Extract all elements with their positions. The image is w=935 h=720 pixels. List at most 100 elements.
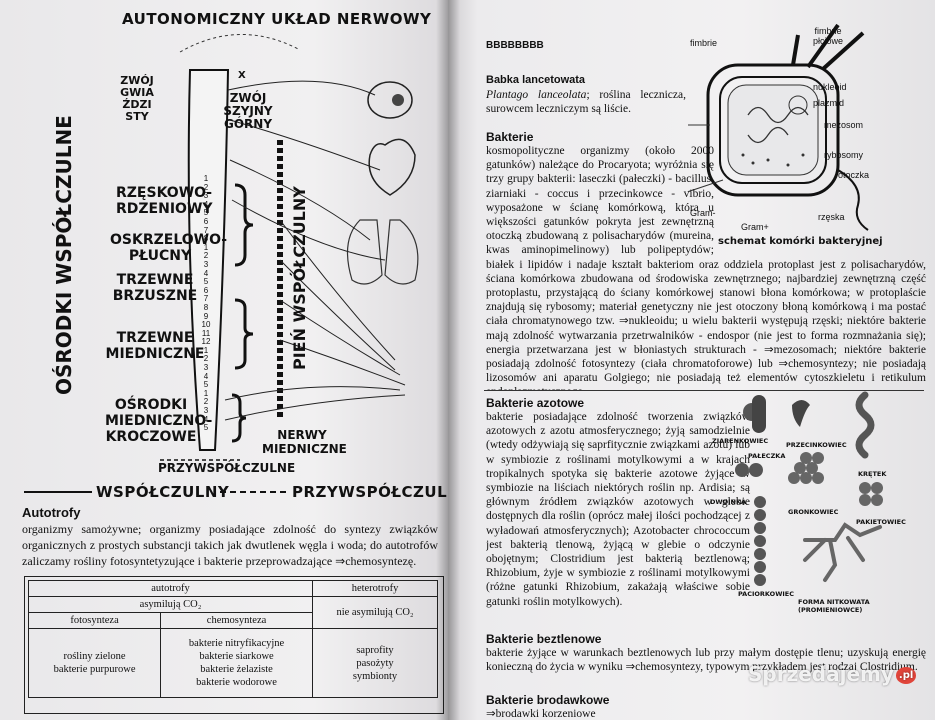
vertebra-number: 2	[203, 354, 209, 364]
list-item: rośliny zielone	[63, 651, 126, 662]
nervous-system-diagram	[24, 34, 419, 493]
bracket-lower	[234, 298, 254, 370]
vertebra-number: 4	[203, 414, 209, 424]
azotowe-heading: Bakterie azotowe	[486, 396, 585, 410]
vertebra-number: 1	[203, 345, 209, 355]
shape-pakietowiec: PAKIETOWIEC	[856, 518, 906, 526]
right-page: BBBBBBBB Babka lancetowata Plantago lanc…	[448, 0, 935, 720]
table-cell-asymiluja: asymilują CO₂	[27, 596, 314, 613]
vertebra-number: 4	[203, 268, 209, 278]
vertebra-number: 5	[203, 277, 209, 287]
spinal-cord	[187, 69, 230, 451]
vertebra-number: 2	[203, 251, 209, 261]
vertebra-number: 8	[203, 302, 209, 312]
vertebra-number: 2	[203, 182, 209, 192]
table-cell-heterotrofy: heterotrofy	[312, 580, 438, 597]
beztlenowe-heading: Bakterie beztlenowe	[486, 632, 602, 646]
eye-shape	[367, 81, 413, 119]
vertebra-number: 4	[203, 371, 209, 381]
cell-label-rybosomy: rybosomy	[824, 150, 864, 160]
vertebra-number: 3	[203, 363, 209, 373]
vertebra-number: 9	[203, 311, 209, 321]
list-item: bakterie siarkowe	[199, 651, 274, 662]
vertebra-number: 3	[203, 191, 209, 201]
table-cell-foto-items: rośliny zielone bakterie purpurowe	[27, 628, 162, 698]
cell-label-gram-plus: Gram+	[741, 222, 769, 232]
table-cell-autotrofy: autotrofy	[27, 580, 314, 597]
brain-arc	[179, 34, 301, 53]
running-head: BBBBBBBB	[486, 40, 544, 51]
shape-przecinkowiec: PRZECINKOWIEC	[786, 441, 847, 449]
label-pien-wspolczulny: PIEŃ WSPÓŁCZULNY	[290, 186, 309, 370]
book-gutter	[436, 0, 460, 720]
shape-paleczka: PAŁECZKA	[748, 452, 786, 460]
shape-gronkowiec: GRONKOWIEC	[788, 508, 839, 516]
babka-heading: Babka lancetowata	[486, 74, 586, 86]
table-cell-chemo-items: bakterie nitryfikacyjne bakterie siarkow…	[160, 628, 314, 698]
autotrofy-text: organizmy samożywne; organizmy posiadają…	[22, 522, 438, 568]
table-cell-nie-asymiluja: nie asymilują CO₂	[312, 596, 438, 629]
nerve-fibers	[224, 80, 406, 421]
watermark-text: Sprzedajemy	[748, 662, 894, 686]
vertebra-number: 2	[203, 397, 209, 407]
vertebra-x: X	[238, 70, 247, 81]
bakterie-body: kosmopolityczne organizmy (około 2000 ga…	[486, 145, 926, 390]
label-nerwy-miedniczne: NERWY MIEDNICZNE	[262, 428, 347, 456]
list-item: bakterie purpurowe	[53, 664, 136, 675]
brodawkowe-heading: Bakterie brodawkowe	[486, 693, 610, 707]
cell-label-plazmid: plazmid	[813, 98, 845, 108]
vertebra-number: 6	[203, 285, 209, 295]
table-row: autotrofy heterotrofy	[27, 580, 438, 597]
bakterie-text: kosmopolityczne organizmy (około 2000 ga…	[486, 144, 926, 390]
table-row: fotosynteza chemosynteza	[27, 612, 438, 629]
babka-latin: Plantago lanceolata	[486, 89, 587, 101]
vertebra-number: 3	[203, 259, 209, 269]
vertebra-number: 1	[203, 388, 209, 398]
vertebra-number: 5	[203, 380, 209, 390]
vertebra-number: 1	[203, 174, 209, 183]
cell-diagram-caption: schemat komórki bakteryjnej	[718, 236, 883, 247]
heart-shape	[368, 138, 416, 196]
vertebra-number: 5	[203, 208, 209, 218]
legend-przywspolczulny: PRZYWSPÓŁCZULNY	[292, 483, 448, 501]
label-rzeskowo-rdzeniowy: RZĘSKOWO-RDZENIOWY	[116, 185, 213, 217]
list-item: pasożyty	[356, 657, 394, 669]
vertebra-number: 12	[201, 337, 211, 347]
babka-desc: ; roślina lecznicza, surowcem leczniczym…	[486, 89, 686, 116]
label-przywspolczulne: PRZYWSPÓŁCZULNE	[158, 461, 296, 475]
vertebra-number: 6	[203, 216, 209, 226]
brodawkowe-text: ⇒brodawki korzeniowe	[486, 708, 596, 720]
azotowe-text: bakterie posiadające zdolność tworzenia …	[486, 410, 926, 622]
vertebra-number: 7	[203, 294, 209, 304]
babka-text: Plantago lanceolata; roślina lecznicza, …	[486, 88, 686, 116]
vertebra-number: 10	[201, 320, 211, 330]
bracket-upper	[234, 183, 254, 267]
autotrofy-heading: Autotrofy	[22, 505, 81, 520]
diagram-title: AUTONOMICZNY UKŁAD NERWOWY	[122, 10, 432, 28]
vertebra-number: 1	[203, 242, 209, 252]
cell-label-fimbrie: fimbrie	[690, 38, 718, 48]
zwoj-gwiazdzisty-text: ZWÓJ GWIAŹDZISTY	[120, 74, 154, 123]
table-row: asymilują CO₂ nie asymilują CO₂	[27, 596, 438, 629]
table-frame	[24, 576, 444, 714]
label-zwoj-szyjny-gorny: ZWÓJ SZYJNY GÓRNY	[223, 91, 273, 131]
divider	[484, 390, 924, 391]
label-osrodki-miedniczno-kroczowe: OŚRODKI MIEDNICZNO-KROCZOWE	[105, 397, 213, 445]
lungs-shape	[346, 219, 419, 285]
vertebra-number: 8	[203, 234, 209, 244]
table-row: rośliny zielone bakterie purpurowe bakte…	[27, 628, 438, 698]
bacterial-cell-diagram	[688, 23, 869, 231]
vertebra-number: 11	[201, 328, 211, 338]
cell-label-rzeska: rzęska	[818, 212, 845, 222]
label-oskrzelowo-plucny: OSKRZELOWO-PŁUCNY	[110, 232, 228, 264]
watermark-tld: .pl	[895, 667, 917, 684]
vertebra-number: 5	[203, 423, 209, 433]
vertebra-number: 4	[203, 199, 209, 209]
bracket-sacral	[231, 393, 247, 443]
label-zwoj-gwiazdzisty: ZWÓJ GWIAŹDZISTY	[120, 75, 154, 123]
beztlenowe-text: bakterie żyjące w warunkach beztlenowych…	[486, 647, 926, 674]
shape-ziarenkowiec: ZIARENKOWIEC	[712, 437, 769, 445]
list-item: bakterie nitryfikacyjne	[188, 638, 285, 649]
